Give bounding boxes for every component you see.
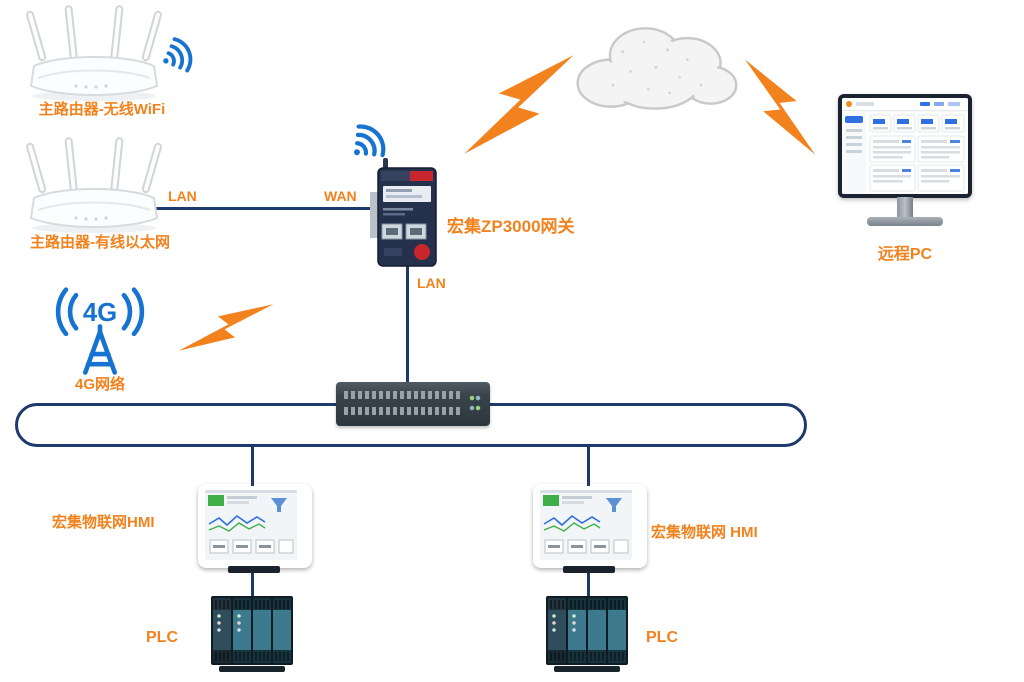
- link-hmi-right-to-plc-right: [587, 566, 590, 600]
- internet-cloud-icon: [576, 27, 738, 110]
- router-icon: [26, 5, 162, 101]
- plc-io-module: [253, 598, 271, 663]
- wired-router-device: [24, 136, 164, 234]
- wireless-link-bolt-icon: [178, 304, 274, 351]
- router-icon: [26, 137, 162, 233]
- wifi-signal-icon: [163, 37, 193, 73]
- label-hmi-right: 宏集物联网 HMI: [651, 524, 758, 541]
- wifi-signal-gateway: [336, 111, 399, 175]
- wireless-router-device: [24, 4, 164, 102]
- bolt-cloud-to-pc: [744, 53, 816, 161]
- switch-led-block: [468, 394, 482, 414]
- wifi-signal-icon: [354, 124, 386, 158]
- monitor-screen: [842, 98, 968, 194]
- hmi-stand: [228, 566, 280, 573]
- plc-io-module: [608, 598, 626, 663]
- remote-pc-device: [836, 94, 974, 226]
- hmi-left-device: [198, 484, 312, 573]
- internet-cloud: [562, 14, 748, 118]
- label-gateway: 宏集ZP3000网关: [447, 217, 575, 236]
- wireless-link-bolt-icon: [464, 55, 574, 154]
- label-router-wired: 主路由器-有线以太网: [30, 234, 170, 251]
- link-gateway-to-switch: [406, 264, 409, 390]
- 4g-network-tower: 4G: [52, 286, 148, 378]
- gateway-device: [370, 158, 444, 268]
- plc-cpu-module: [568, 598, 586, 663]
- link-router-to-gateway: [156, 207, 380, 210]
- monitor-stand-neck: [897, 197, 913, 217]
- hmi-scada-screen: [205, 490, 297, 560]
- switch-port-row: [344, 391, 460, 399]
- label-lan-gateway: LAN: [417, 275, 446, 291]
- plc-base-rail: [554, 666, 620, 672]
- plc-io-module: [273, 598, 291, 663]
- wireless-link-bolt-icon: [744, 59, 816, 155]
- hmi-stand: [563, 566, 615, 573]
- label-remote-pc: 远程PC: [877, 246, 933, 263]
- hmi-screen: [540, 490, 632, 560]
- plc-right-device: [546, 596, 628, 672]
- gateway-icon: [370, 158, 437, 267]
- bolt-4g-to-gateway: [178, 276, 274, 379]
- ethernet-switch-device: [336, 382, 490, 426]
- link-ring-to-hmi-left: [251, 445, 254, 486]
- label-hmi-left: 宏集物联网HMI: [52, 514, 155, 531]
- hmi-scada-screen: [540, 490, 632, 560]
- label-wan: WAN: [324, 188, 357, 204]
- wifi-signal-small: [151, 28, 205, 84]
- link-ring-to-hmi-right: [587, 445, 590, 486]
- monitor-frame: [838, 94, 972, 198]
- dashboard-screenshot: [842, 98, 968, 194]
- 4g-tower-icon: 4G: [55, 287, 145, 375]
- label-lan-left: LAN: [168, 188, 197, 204]
- monitor-stand-base: [867, 217, 943, 226]
- plc-module-rack: [546, 596, 628, 665]
- label-router-wifi: 主路由器-无线WiFi: [38, 101, 166, 118]
- label-plc-right: PLC: [646, 629, 678, 646]
- plc-power-module: [213, 598, 231, 663]
- label-plc-left: PLC: [146, 629, 178, 646]
- plc-left-device: [211, 596, 293, 672]
- plc-module-rack: [211, 596, 293, 665]
- plc-io-module: [588, 598, 606, 663]
- hmi-screen: [205, 490, 297, 560]
- switch-port-row: [344, 407, 460, 415]
- hmi-right-device: [533, 484, 647, 573]
- 4g-badge: 4G: [83, 299, 117, 327]
- label-4g-network: 4G网络: [74, 376, 125, 393]
- link-hmi-left-to-plc-left: [251, 566, 254, 600]
- plc-base-rail: [219, 666, 285, 672]
- plc-cpu-module: [233, 598, 251, 663]
- plc-power-module: [548, 598, 566, 663]
- bolt-gateway-to-cloud: [464, 34, 574, 176]
